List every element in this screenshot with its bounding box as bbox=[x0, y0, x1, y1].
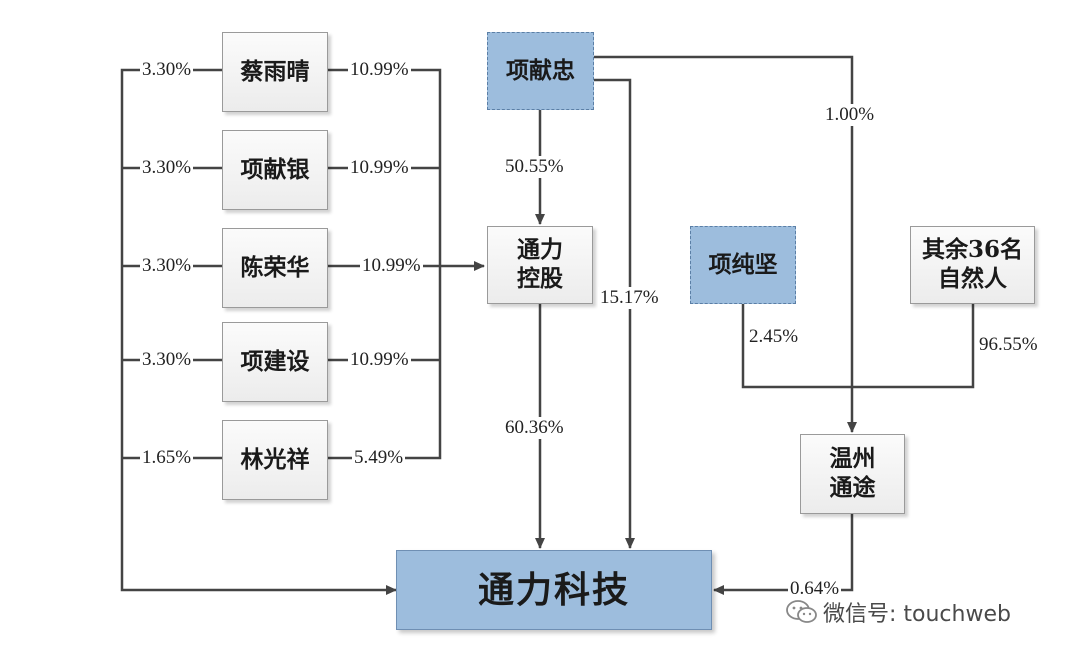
node-tongli-keji: 通力科技 bbox=[396, 550, 712, 630]
pct-lin-right: 5.49% bbox=[352, 447, 406, 469]
node-xiang-jianshe: 项建设 bbox=[222, 322, 328, 402]
node-xiang-xianzhong: 项献忠 bbox=[487, 32, 594, 110]
pct-cai-left: 3.30% bbox=[140, 59, 194, 81]
pct-xz-to-konggu: 50.55% bbox=[503, 156, 566, 178]
wechat-icon bbox=[785, 598, 819, 626]
pct-chunjian-to-tongtu: 2.45% bbox=[747, 326, 801, 348]
node-other-36: 其余36名 自然人 bbox=[910, 226, 1035, 304]
pct-lin-left: 1.65% bbox=[140, 447, 194, 469]
pct-chen-right: 10.99% bbox=[360, 255, 423, 277]
pct-xy-right: 10.99% bbox=[348, 157, 411, 179]
pct-konggu-to-keji: 60.36% bbox=[503, 417, 566, 439]
edge-xz-to-keji bbox=[594, 78, 635, 549]
pct-chen-left: 3.30% bbox=[140, 255, 194, 277]
node-cai-yuqing: 蔡雨晴 bbox=[222, 32, 328, 112]
pct-tongtu-to-keji: 0.64% bbox=[788, 578, 842, 600]
node-chen-ronghua: 陈荣华 bbox=[222, 228, 328, 308]
pct-xz-to-tongtu: 1.00% bbox=[823, 104, 877, 126]
node-xiang-xianyin: 项献银 bbox=[222, 130, 328, 210]
watermark: 微信号: touchweb bbox=[785, 596, 1011, 628]
node-xiang-chunjian: 项纯坚 bbox=[690, 226, 796, 304]
pct-xj-left: 3.30% bbox=[140, 349, 194, 371]
pct-xz-to-keji: 15.17% bbox=[598, 287, 661, 309]
pct-cai-right: 10.99% bbox=[348, 59, 411, 81]
pct-xj-right: 10.99% bbox=[348, 349, 411, 371]
edge-xz-to-tongtu bbox=[594, 55, 857, 433]
node-wenzhou-tongtu: 温州 通途 bbox=[800, 434, 905, 514]
pct-other-to-tongtu: 96.55% bbox=[977, 334, 1040, 356]
node-lin-guangxiang: 林光祥 bbox=[222, 420, 328, 500]
node-tongli-konggu: 通力 控股 bbox=[487, 226, 593, 304]
pct-xy-left: 3.30% bbox=[140, 157, 194, 179]
edge-chunjian-to-tongtu bbox=[741, 304, 975, 389]
edge-tongtu-to-keji bbox=[713, 514, 854, 595]
watermark-text: 微信号: touchweb bbox=[823, 602, 1011, 627]
